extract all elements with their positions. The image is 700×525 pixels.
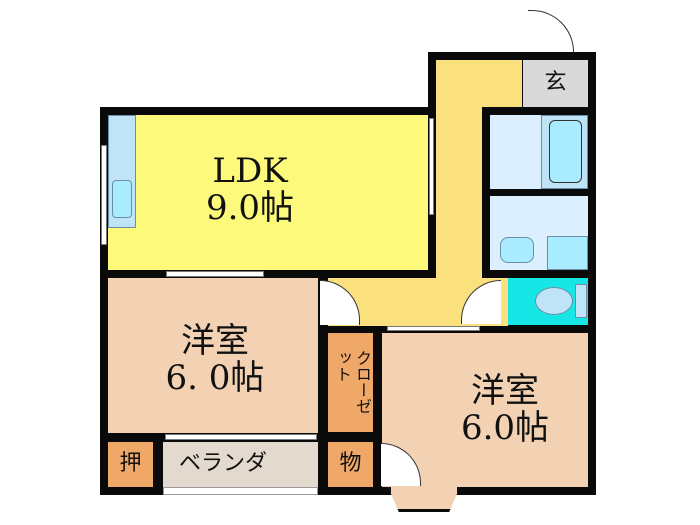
balcony-rail — [163, 487, 318, 495]
ldk-name: LDK — [212, 150, 288, 191]
western-room-1-name: 洋室 — [181, 320, 249, 361]
room-ldk — [108, 115, 428, 270]
toilet-icon — [535, 287, 573, 315]
ldk-window-bottom — [166, 271, 264, 277]
bathtub-inner — [549, 120, 582, 183]
ldk-window-left — [101, 145, 107, 245]
entrance — [523, 60, 588, 107]
washing-machine-icon — [547, 236, 588, 270]
oshiire-label: 押 — [119, 451, 142, 477]
kitchen-sink-icon — [112, 180, 132, 218]
western-room-1 — [108, 278, 318, 433]
oshiire — [108, 442, 153, 487]
balcony — [163, 442, 318, 487]
closet — [328, 333, 373, 432]
toilet-tank-icon — [575, 284, 587, 318]
western-room-2-label: 洋室 6.0帖 — [430, 365, 580, 455]
washbasin-icon — [500, 237, 534, 263]
storage-label: 物 — [339, 451, 362, 477]
hallway-top — [436, 60, 522, 107]
western-room-1-window — [165, 434, 317, 440]
western-room-1-label: 洋室 6. 0帖 — [140, 315, 290, 405]
western-room-2-name: 洋室 — [471, 370, 539, 411]
western-room-2 — [382, 333, 588, 487]
western-room-1-size: 6. 0帖 — [165, 358, 265, 398]
ldk-label: LDK 9.0帖 — [180, 145, 320, 235]
western-room-2-door-top — [387, 326, 480, 331]
bay-window — [388, 487, 460, 512]
ldk-size: 9.0帖 — [205, 188, 295, 228]
entrance-label: 玄 — [544, 70, 567, 96]
entrance-door — [528, 10, 574, 52]
storage — [328, 442, 373, 487]
balcony-label: ベランダ — [178, 451, 267, 477]
ldk-door-right — [429, 118, 434, 215]
closet-label: クローゼット — [333, 350, 372, 414]
western-room-2-size: 6.0帖 — [460, 408, 550, 448]
